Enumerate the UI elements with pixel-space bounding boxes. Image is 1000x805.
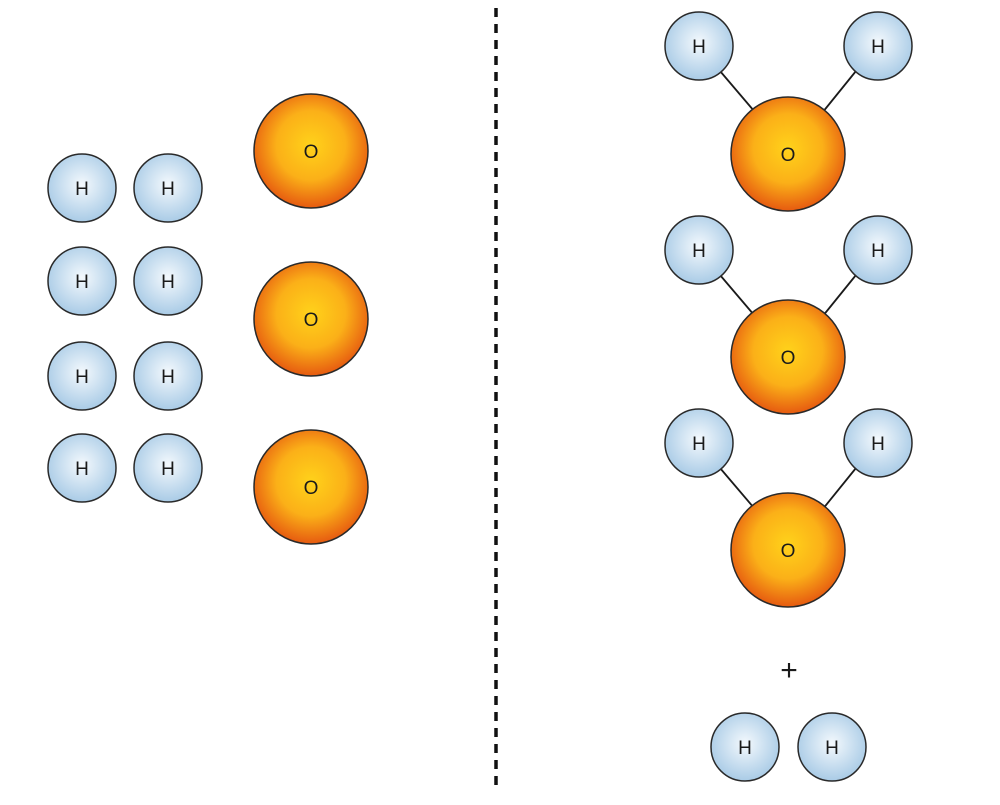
hydrogen-label: H: [692, 241, 706, 262]
hydrogen-atom: H: [843, 11, 913, 81]
hydrogen-label: H: [871, 241, 885, 262]
hydrogen-label: H: [161, 367, 175, 388]
hydrogen-atom: H: [843, 215, 913, 285]
hydrogen-label: H: [871, 37, 885, 58]
oxygen-atom: O: [730, 96, 846, 212]
plus-sign: +: [780, 654, 798, 687]
hydrogen-label: H: [692, 434, 706, 455]
hydrogen-label: H: [161, 459, 175, 480]
hydrogen-label: H: [75, 179, 89, 200]
hydrogen-atom: H: [664, 408, 734, 478]
hydrogen-label: H: [825, 738, 839, 759]
hydrogen-atom: H: [133, 433, 203, 503]
oxygen-atom: O: [730, 299, 846, 415]
water-molecule: H H O: [664, 11, 913, 212]
water-molecule: H H O: [664, 215, 913, 415]
oxygen-label: O: [781, 541, 796, 562]
oxygen-atom: O: [253, 429, 369, 545]
oxygen-label: O: [781, 145, 796, 166]
hydrogen-label: H: [738, 738, 752, 759]
oxygen-atom: O: [730, 492, 846, 608]
hydrogen-label: H: [75, 367, 89, 388]
hydrogen-label: H: [161, 179, 175, 200]
products-group: H H O H H O: [664, 11, 913, 782]
oxygen-label: O: [304, 478, 319, 499]
hydrogen-atom: H: [843, 408, 913, 478]
oxygen-atom: O: [253, 261, 369, 377]
hydrogen-atom: H: [47, 246, 117, 316]
reactants-group: H H H H H H H H: [47, 93, 369, 545]
hydrogen-label: H: [75, 459, 89, 480]
hydrogen-atom: H: [133, 246, 203, 316]
hydrogen-atom: H: [664, 215, 734, 285]
hydrogen-atom: H: [133, 153, 203, 223]
hydrogen-atom: H: [710, 712, 780, 782]
hydrogen-label: H: [161, 272, 175, 293]
oxygen-label: O: [304, 142, 319, 163]
oxygen-label: O: [781, 348, 796, 369]
hydrogen-label: H: [871, 434, 885, 455]
hydrogen-atom: H: [133, 341, 203, 411]
hydrogen-atom: H: [47, 153, 117, 223]
oxygen-label: O: [304, 310, 319, 331]
hydrogen-atom: H: [797, 712, 867, 782]
hydrogen-label: H: [692, 37, 706, 58]
oxygen-atom: O: [253, 93, 369, 209]
water-molecule: H H O: [664, 408, 913, 608]
hydrogen-label: H: [75, 272, 89, 293]
hydrogen-atom: H: [47, 341, 117, 411]
hydrogen-atom: H: [664, 11, 734, 81]
hydrogen-atom: H: [47, 433, 117, 503]
